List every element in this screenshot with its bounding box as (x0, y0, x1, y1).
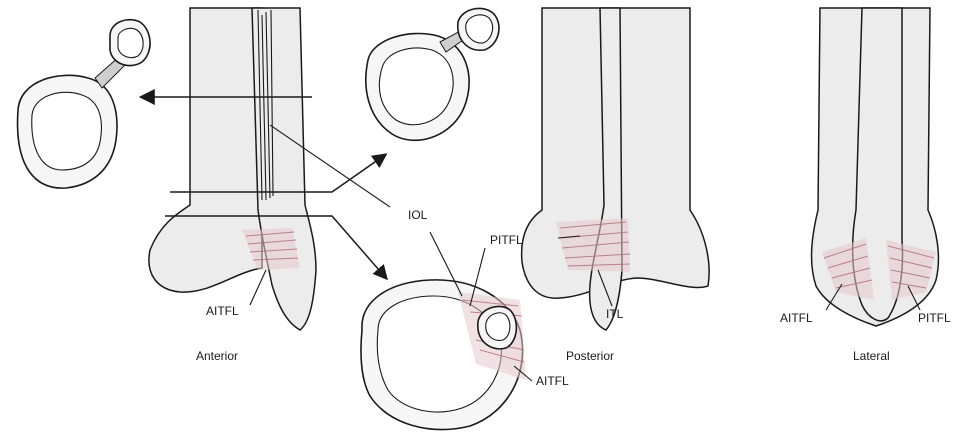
posterior-itl-label: ITL (606, 307, 624, 321)
section-pitfl-label: PITFL (490, 233, 523, 247)
upper-cross-section (18, 20, 151, 188)
anterior-view: AITFL Anterior (142, 8, 386, 363)
posterior-view-label: Posterior (566, 349, 614, 363)
anterior-tibia (149, 8, 262, 292)
anterior-aitfl-label: AITFL (206, 304, 239, 318)
anterior-view-label: Anterior (196, 349, 238, 363)
iol-label: IOL (408, 208, 428, 222)
posterior-view: ITL Posterior (522, 8, 710, 363)
lateral-pitfl-label: PITFL (918, 311, 951, 325)
lateral-view-label: Lateral (853, 349, 890, 363)
lateral-aitfl-label: AITFL (780, 311, 813, 325)
middle-cross-section (366, 8, 499, 140)
lower-cross-section (361, 280, 526, 430)
lateral-view: AITFL PITFL Lateral (780, 8, 951, 363)
section-aitfl-label: AITFL (536, 374, 569, 388)
